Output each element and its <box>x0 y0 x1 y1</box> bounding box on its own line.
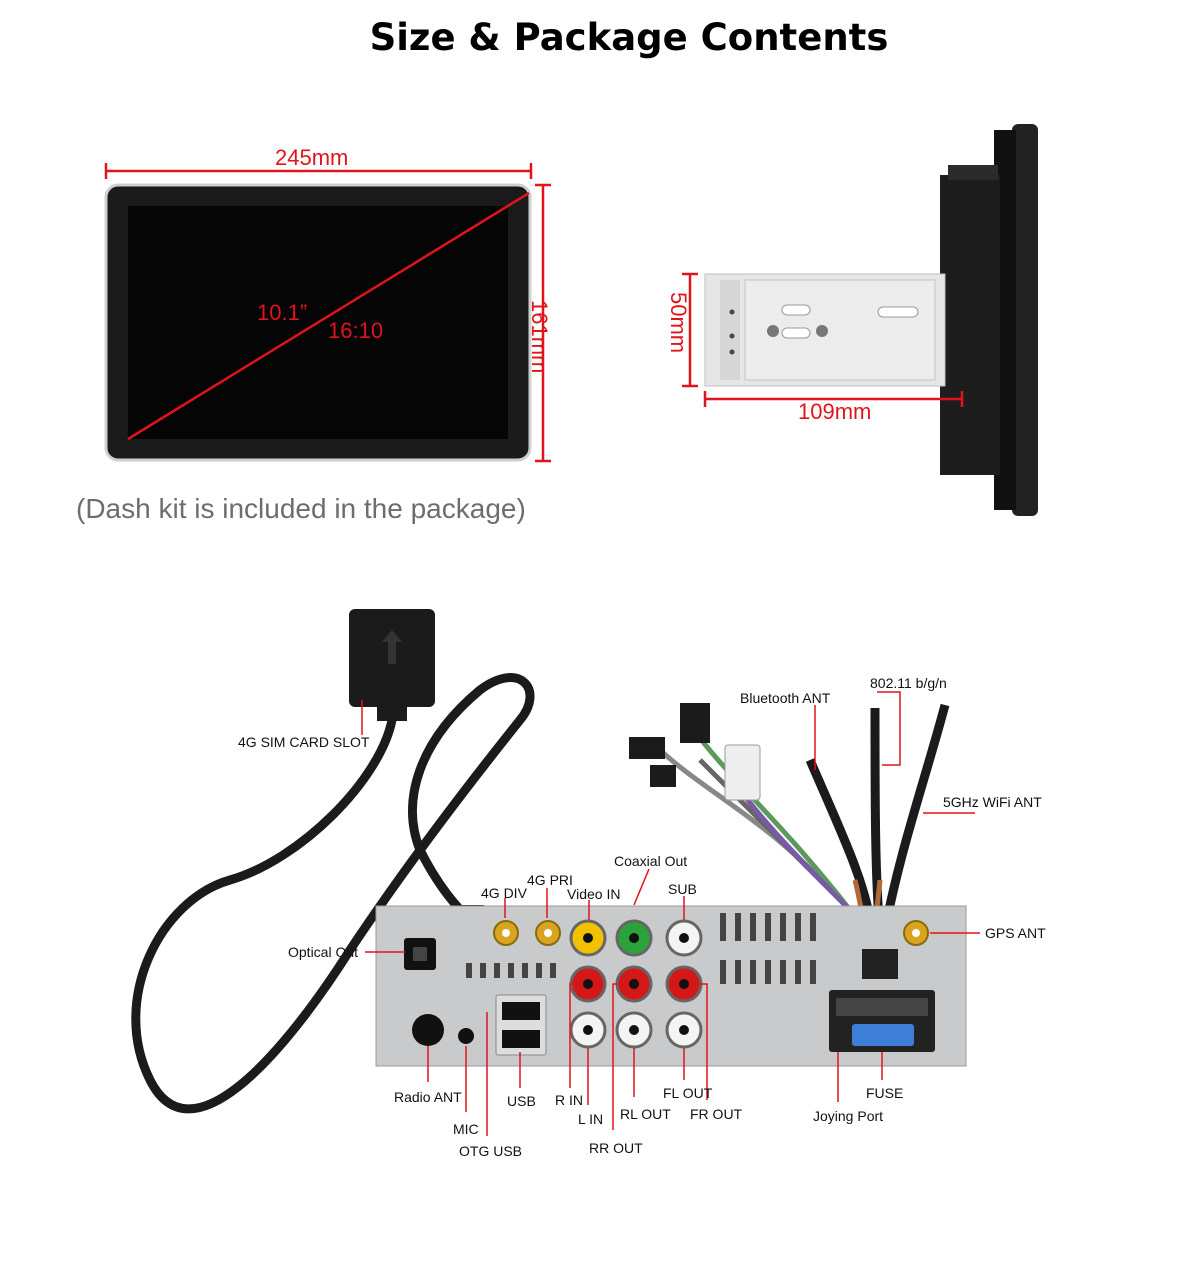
label-bluetooth-ant: Bluetooth ANT <box>740 690 831 706</box>
wire-harness <box>653 703 950 936</box>
height-label: 161mm <box>527 300 552 374</box>
height-dimension-line <box>535 183 551 463</box>
label-usb: USB <box>507 1093 536 1109</box>
label-video-in: Video IN <box>567 886 621 902</box>
label-r-in: R IN <box>555 1092 583 1108</box>
label-radio-ant: Radio ANT <box>394 1089 462 1105</box>
label-rr-out: RR OUT <box>589 1140 643 1156</box>
label-fuse: FUSE <box>866 1085 904 1101</box>
label-sub: SUB <box>668 881 697 897</box>
width-dimension-line <box>104 163 533 179</box>
label-fl-out: FL OUT <box>663 1085 713 1101</box>
label-wifi-24: 802.11 b/g/n <box>870 675 947 691</box>
label-4g-pri: 4G PRI <box>527 872 573 888</box>
side-height-label: 50mm <box>666 292 691 354</box>
label-l-in: L IN <box>578 1111 604 1127</box>
depth-label: 109mm <box>798 399 872 424</box>
label-optical-out: Optical Out <box>288 944 359 960</box>
side-view <box>704 124 1038 516</box>
package-note: (Dash kit is included in the package) <box>76 493 526 524</box>
label-wifi-5ghz: 5GHz WiFi ANT <box>943 794 1042 810</box>
label-gps-ant: GPS ANT <box>985 925 1046 941</box>
label-rl-out: RL OUT <box>620 1106 671 1122</box>
label-coaxial-out: Coaxial Out <box>614 853 688 869</box>
leader-lines <box>361 691 980 1136</box>
label-sim-card-slot: 4G SIM CARD SLOT <box>238 734 370 750</box>
side-height-dimension-line <box>682 272 698 388</box>
front-screen <box>104 183 532 462</box>
label-fr-out: FR OUT <box>690 1106 743 1122</box>
depth-dimension-line <box>703 391 964 407</box>
diagonal-label: 10.1” <box>257 300 308 325</box>
aspect-label: 16:10 <box>328 318 384 343</box>
diagonal-line <box>127 191 530 441</box>
width-label: 245mm <box>275 145 349 170</box>
label-mic: MIC <box>453 1121 479 1137</box>
label-4g-div: 4G DIV <box>481 885 527 901</box>
page-title: Size & Package Contents <box>369 16 889 59</box>
label-joying-port: Joying Port <box>813 1108 884 1124</box>
label-otg-usb: OTG USB <box>459 1143 523 1159</box>
rear-chassis <box>375 905 967 1067</box>
